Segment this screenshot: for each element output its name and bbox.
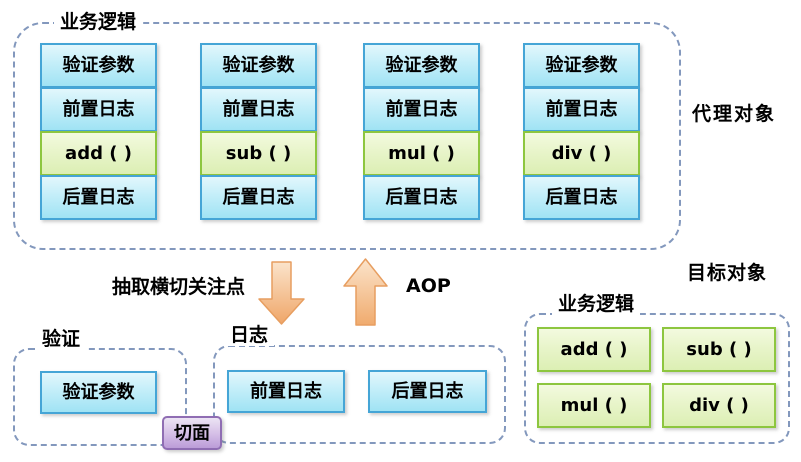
logging-group (213, 345, 506, 444)
stack-cell-validate: 验证参数 (363, 43, 480, 88)
target-method-div: div ( ) (662, 383, 776, 428)
logging-group-label: 日志 (224, 324, 275, 346)
proxy-stack-add: 验证参数 前置日志 add ( ) 后置日志 (40, 43, 157, 220)
stack-cell-prelog: 前置日志 (363, 87, 480, 132)
down-arrow-icon (258, 261, 305, 325)
stack-cell-prelog: 前置日志 (40, 87, 157, 132)
stack-cell-method: sub ( ) (200, 131, 317, 176)
post-log-box: 后置日志 (368, 370, 487, 413)
stack-cell-postlog: 后置日志 (200, 175, 317, 220)
proxy-stack-sub: 验证参数 前置日志 sub ( ) 后置日志 (200, 43, 317, 220)
validate-params-box: 验证参数 (40, 371, 157, 414)
extract-crosscut-label: 抽取横切关注点 (112, 276, 246, 298)
stack-cell-validate: 验证参数 (200, 43, 317, 88)
stack-cell-prelog: 前置日志 (200, 87, 317, 132)
proxy-stack-div: 验证参数 前置日志 div ( ) 后置日志 (523, 43, 640, 220)
stack-cell-method: div ( ) (523, 131, 640, 176)
stack-cell-postlog: 后置日志 (363, 175, 480, 220)
proxy-caption: 代理对象 (692, 103, 777, 125)
stack-cell-method: add ( ) (40, 131, 157, 176)
proxy-object-group (13, 22, 681, 250)
stack-cell-method: mul ( ) (363, 131, 480, 176)
stack-cell-validate: 验证参数 (523, 43, 640, 88)
proxy-group-label: 业务逻辑 (54, 11, 143, 33)
target-group-label: 业务逻辑 (552, 293, 641, 315)
validation-group (13, 348, 187, 446)
stack-cell-prelog: 前置日志 (523, 87, 640, 132)
target-caption: 目标对象 (687, 262, 768, 284)
up-arrow-icon (343, 258, 388, 326)
pre-log-box: 前置日志 (227, 370, 345, 413)
target-method-mul: mul ( ) (537, 383, 651, 428)
stack-cell-postlog: 后置日志 (523, 175, 640, 220)
stack-cell-postlog: 后置日志 (40, 175, 157, 220)
proxy-stack-mul: 验证参数 前置日志 mul ( ) 后置日志 (363, 43, 480, 220)
target-object-group (524, 313, 790, 444)
target-method-sub: sub ( ) (662, 327, 776, 372)
target-method-add: add ( ) (537, 327, 651, 372)
aop-label: AOP (406, 275, 451, 297)
stack-cell-validate: 验证参数 (40, 43, 157, 88)
aspect-box: 切面 (162, 416, 222, 450)
validation-group-label: 验证 (36, 328, 87, 350)
